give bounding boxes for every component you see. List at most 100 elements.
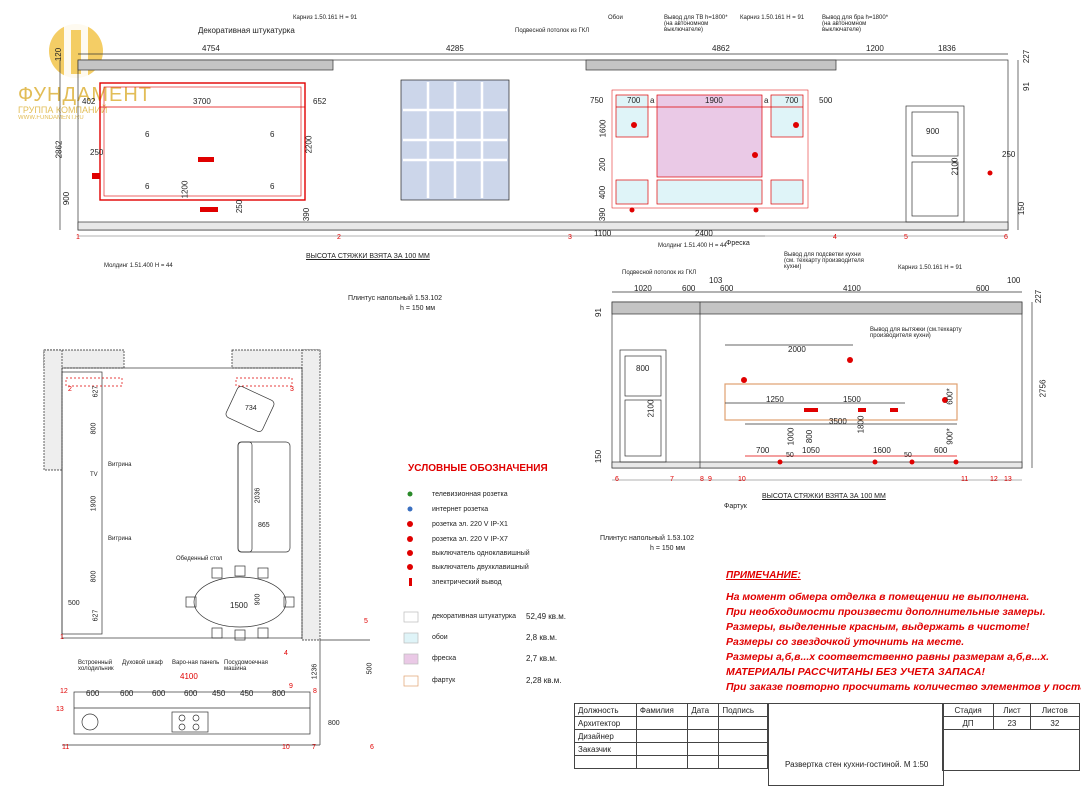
- dim-1900: 1900: [705, 96, 723, 105]
- dim2-600-star: 600*: [945, 388, 955, 405]
- stamp-header-name: Фамилия: [635, 703, 689, 717]
- plan-axis-12: 12: [60, 688, 68, 695]
- stamp-role-2: Заказчик: [574, 742, 637, 756]
- plan-dim-1236: 1236: [311, 663, 319, 680]
- dim-right-250: 250: [1002, 150, 1016, 159]
- axis2-13: 13: [1004, 476, 1012, 483]
- dim-652: 652: [313, 97, 327, 106]
- dim2-top-600b: 600: [720, 284, 734, 293]
- dim-3700: 3700: [193, 97, 211, 106]
- stamp-signature-table: Должность Фамилия Дата Подпись Архитекто…: [574, 703, 768, 769]
- dim2-top-600c: 600: [976, 284, 990, 293]
- dim-1200: 1200: [180, 180, 190, 199]
- dim2-1250: 1250: [766, 395, 784, 404]
- dim-250: 250: [235, 199, 245, 214]
- legend-item-1: интернет розетка: [432, 506, 489, 513]
- plan-dim-4100: 4100: [180, 672, 198, 681]
- dim-door-900: 900: [926, 127, 940, 136]
- plan-dim-800b: 800: [90, 570, 98, 583]
- plan-axis-5: 5: [364, 618, 368, 625]
- plaster-label: Декоративная штукатурка: [198, 26, 295, 35]
- wallpaper-panel-right: [770, 94, 804, 138]
- note-line-4: Размеры а,б,в...х соответственно равны р…: [726, 651, 1050, 663]
- dim2-227: 227: [1034, 289, 1044, 304]
- axis2-10: 10: [738, 476, 746, 483]
- dim-a-4: 6: [270, 182, 275, 191]
- dim2-top-1020: 1020: [634, 284, 652, 293]
- plan-label-fridge: Встроенный холодильник: [78, 660, 114, 672]
- dim2-2000: 2000: [788, 345, 806, 354]
- dim-right-91: 91: [1021, 82, 1031, 91]
- plan-axis-9: 9: [289, 683, 293, 690]
- plan-label-vitrina-1: Витрина: [108, 462, 132, 468]
- axis2-7: 7: [670, 476, 674, 483]
- plan-dim-500b: 500: [366, 662, 374, 675]
- dim-a-1: 6: [145, 130, 150, 139]
- legend-area-1: обои: [432, 634, 448, 641]
- dim-a-3: 6: [145, 182, 150, 191]
- dim-top-4: 1200: [866, 44, 884, 53]
- kitchen-row: [73, 691, 311, 735]
- legend-area-2: фреска: [432, 655, 457, 662]
- stamp-role-0: Архитектор: [574, 716, 637, 730]
- cornice-label-3: Карниз 1.50.161 H = 91: [898, 265, 963, 271]
- dim-top-3: 4862: [712, 44, 730, 53]
- dim-390: 390: [302, 207, 312, 222]
- dim2-door-800: 800: [636, 364, 650, 373]
- dim-390b: 390: [598, 207, 608, 222]
- hood-output-label: Вывод для вытяжки (см.техкарту производи…: [870, 327, 962, 339]
- axis-4: 4: [833, 234, 837, 241]
- axis-6: 6: [1004, 234, 1008, 241]
- stamp-title-box: Развертка стен кухни-гостиной. М 1:50: [768, 703, 944, 786]
- dim-left-900: 900: [62, 191, 72, 206]
- armchair: [225, 386, 275, 432]
- note-line-6: При заказе повторно просчитать количеств…: [726, 681, 1081, 693]
- axis2-11: 11: [961, 476, 969, 483]
- fresco-panel: [656, 94, 763, 178]
- dim-700b: 700: [785, 96, 799, 105]
- plan-dim-800c: 800: [328, 720, 340, 727]
- stamp-stage-header: Стадия: [941, 703, 995, 717]
- wallpaper-label: Обои: [608, 15, 623, 21]
- ceiling-band-1: [77, 59, 334, 71]
- note-line-5: МАТЕРИАЛЫ РАССЧИТАНЫ БЕЗ УЧЕТА ЗАПАСА!: [726, 666, 985, 678]
- legend-item-3: розетка эл. 220 V IP-X7: [432, 536, 508, 543]
- sink-icon: [81, 713, 99, 731]
- plan-axis-6: 6: [370, 744, 374, 751]
- gkl-label-2: Подвесной потолок из ГКЛ: [622, 270, 697, 276]
- axis2-12: 12: [990, 476, 998, 483]
- door: [905, 105, 965, 223]
- dim2-150: 150: [594, 449, 604, 464]
- tv-output-label: Вывод для ТВ h=1800* (на автономном выкл…: [664, 15, 728, 33]
- dim-750: 750: [590, 96, 604, 105]
- ceiling-band-2: [585, 59, 837, 71]
- dim-door-2100: 2100: [950, 157, 960, 176]
- axis2-6: 6: [615, 476, 619, 483]
- plan-label-table: Обеденный стол: [176, 556, 223, 562]
- legend-item-6: электрический вывод: [432, 579, 502, 586]
- note-title: ПРИМЕЧАНИЕ:: [726, 570, 801, 581]
- dim2-1800: 1800: [856, 415, 866, 434]
- kitchen-door: [619, 349, 667, 463]
- plaster-panel: [99, 82, 306, 201]
- legend-item-0: телевизионная розетка: [432, 491, 508, 498]
- legend-area-0-value: 52,49 кв.м.: [526, 612, 566, 621]
- plan-dim-865: 865: [258, 522, 270, 529]
- stamp-sheet-table: Стадия Лист Листов ДП 23 32: [941, 703, 1081, 771]
- stamp-stage: ДП: [941, 716, 995, 730]
- dim2-1050: 1050: [802, 446, 820, 455]
- stamp-header-role: Должность: [574, 703, 637, 717]
- dim-2400: 2400: [695, 229, 713, 238]
- dim2-50a: 50: [786, 452, 794, 459]
- dim-2200: 2200: [304, 135, 314, 154]
- sofa: [237, 441, 291, 553]
- dim2-1000: 1000: [786, 427, 796, 446]
- screed-label-2: ВЫСОТА СТЯЖКИ ВЗЯТА ЗА 100 ММ: [762, 493, 886, 500]
- plan-dim-627a: 627: [92, 385, 100, 398]
- dim-400: 400: [598, 185, 608, 200]
- apron-area: [724, 383, 958, 421]
- plan-dim-2036: 2036: [254, 487, 262, 504]
- dim2-3500: 3500: [829, 417, 847, 426]
- fresco-label: Фреска: [726, 240, 750, 247]
